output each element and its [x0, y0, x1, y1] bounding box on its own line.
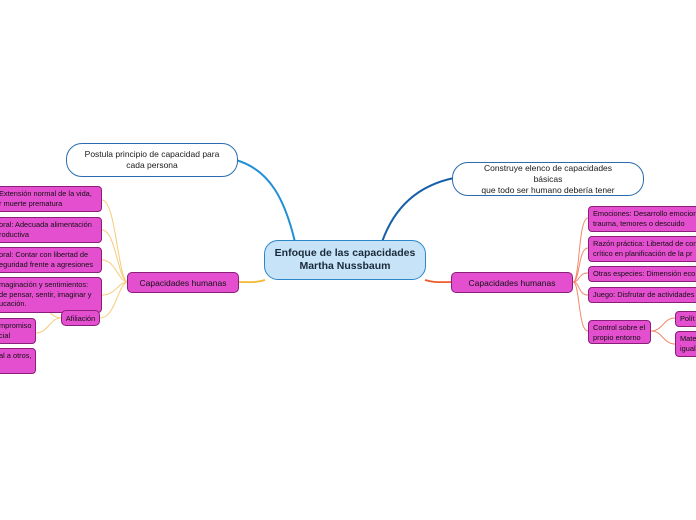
topic-postula-line2: cada persona [126, 160, 178, 170]
left-leaf-vida-line2: r muerte prematura [0, 198, 63, 208]
connector-left-afiliacion [99, 281, 129, 319]
connector-left-leaf-2 [101, 229, 129, 283]
control-child1-line1: Polít [680, 314, 695, 323]
connector-afiliacion-child-2 [35, 317, 62, 334]
connector-top-left [235, 159, 296, 243]
right-leaf-razon-line2: crítico en planificación de la pr [593, 248, 693, 258]
connector-right-leaf-2 [572, 247, 589, 283]
control-line1: Control sobre el [593, 323, 646, 332]
left-leaf-sentidos-line2: de pensar, sentir, imaginar y [0, 289, 92, 299]
left-branch-capacidades-humanas[interactable]: Capacidades humanas [127, 272, 239, 293]
right-leaf-juego-line1: Juego: Disfrutar de actividades [593, 290, 695, 299]
connector-right-control [572, 281, 589, 332]
central-topic-line2: Martha Nussbaum [299, 260, 391, 272]
left-leaf-vida-line1: Extensión normal de la vida, [0, 189, 92, 198]
left-leaf-sentidos-line3: ucación. [0, 299, 27, 308]
left-leaf-integridad-line2: eguridad frente a agresiones [0, 259, 94, 269]
right-branch-capacidades-humanas[interactable]: Capacidades humanas [451, 272, 573, 293]
control-child-politico[interactable]: Polít [675, 311, 696, 327]
control-line2: propio entorno [593, 332, 641, 342]
connector-left-leaf-3 [101, 259, 129, 283]
left-branch-label: Capacidades humanas [139, 277, 227, 288]
right-subtopic-control-entorno[interactable]: Control sobre el propio entorno [588, 320, 651, 344]
connector-left-branch [238, 279, 266, 284]
topic-postula-line1: Postula principio de capacidad para [84, 149, 220, 159]
connector-left-leaf-1 [101, 199, 129, 283]
afiliacion-child2-line1: al a otros, [0, 351, 32, 360]
afiliacion-child1-line1: mpromiso [0, 321, 32, 330]
connector-control-child-2 [650, 330, 676, 345]
left-leaf-salud-line1: oral: Adecuada alimentación [0, 220, 92, 229]
left-leaf-salud-corporal[interactable]: oral: Adecuada alimentación roductiva [0, 217, 102, 243]
right-leaf-razon-practica[interactable]: Razón práctica: Libertad de con crítico … [588, 236, 696, 262]
connector-control-child-1 [650, 317, 676, 332]
right-leaf-otras-especies[interactable]: Otras especies: Dimensión eco [588, 266, 696, 282]
left-leaf-vida[interactable]: Extensión normal de la vida, r muerte pr… [0, 186, 102, 212]
central-topic[interactable]: Enfoque de las capacidades Martha Nussba… [264, 240, 426, 280]
right-leaf-emociones[interactable]: Emociones: Desarrollo emocion trauma, te… [588, 206, 696, 232]
left-leaf-salud-line2: roductiva [0, 229, 29, 239]
left-leaf-integridad-line1: oral: Contar con libertad de [0, 250, 89, 259]
left-leaf-sentidos-imaginacion[interactable]: maginación y sentimientos: de pensar, se… [0, 277, 102, 313]
afiliacion-child1-line2: cial [0, 330, 11, 340]
topic-construye-line1: Construye elenco de capacidades básicas [483, 162, 613, 184]
topic-construye-elenco[interactable]: Construye elenco de capacidades básicas … [452, 162, 644, 196]
right-leaf-emociones-line2: trauma, temores o descuido [593, 218, 685, 228]
connector-right-branch [424, 279, 452, 284]
left-leaf-integridad-corporal[interactable]: oral: Contar con libertad de eguridad fr… [0, 247, 102, 273]
left-leaf-sentidos-line1: maginación y sentimientos: [0, 280, 89, 289]
afiliacion-child-otros[interactable]: al a otros, [0, 348, 36, 374]
right-leaf-emociones-line1: Emociones: Desarrollo emocion [593, 209, 696, 218]
connector-right-leaf-1 [572, 217, 589, 283]
right-leaf-razon-line1: Razón práctica: Libertad de con [593, 239, 696, 248]
left-subtopic-afiliacion[interactable]: Afiliación [61, 310, 100, 326]
control-child2-line1: Mate [680, 334, 696, 343]
central-topic-line1: Enfoque de las capacidades [274, 247, 416, 259]
topic-construye-line2: que todo ser humano debería tener [481, 184, 615, 195]
connector-right-leaf-3 [572, 272, 589, 283]
right-branch-label: Capacidades humanas [468, 277, 556, 288]
control-child-material[interactable]: Mate igual [675, 331, 696, 357]
afiliacion-label: Afiliación [65, 313, 96, 323]
control-child2-line2: igual [680, 343, 696, 353]
connector-top-right [381, 177, 455, 243]
afiliacion-child-compromiso[interactable]: mpromiso cial [0, 318, 36, 344]
right-leaf-especies-line1: Otras especies: Dimensión eco [593, 269, 696, 278]
right-leaf-juego[interactable]: Juego: Disfrutar de actividades [588, 287, 696, 303]
topic-postula-principio[interactable]: Postula principio de capacidad para cada… [66, 143, 238, 177]
